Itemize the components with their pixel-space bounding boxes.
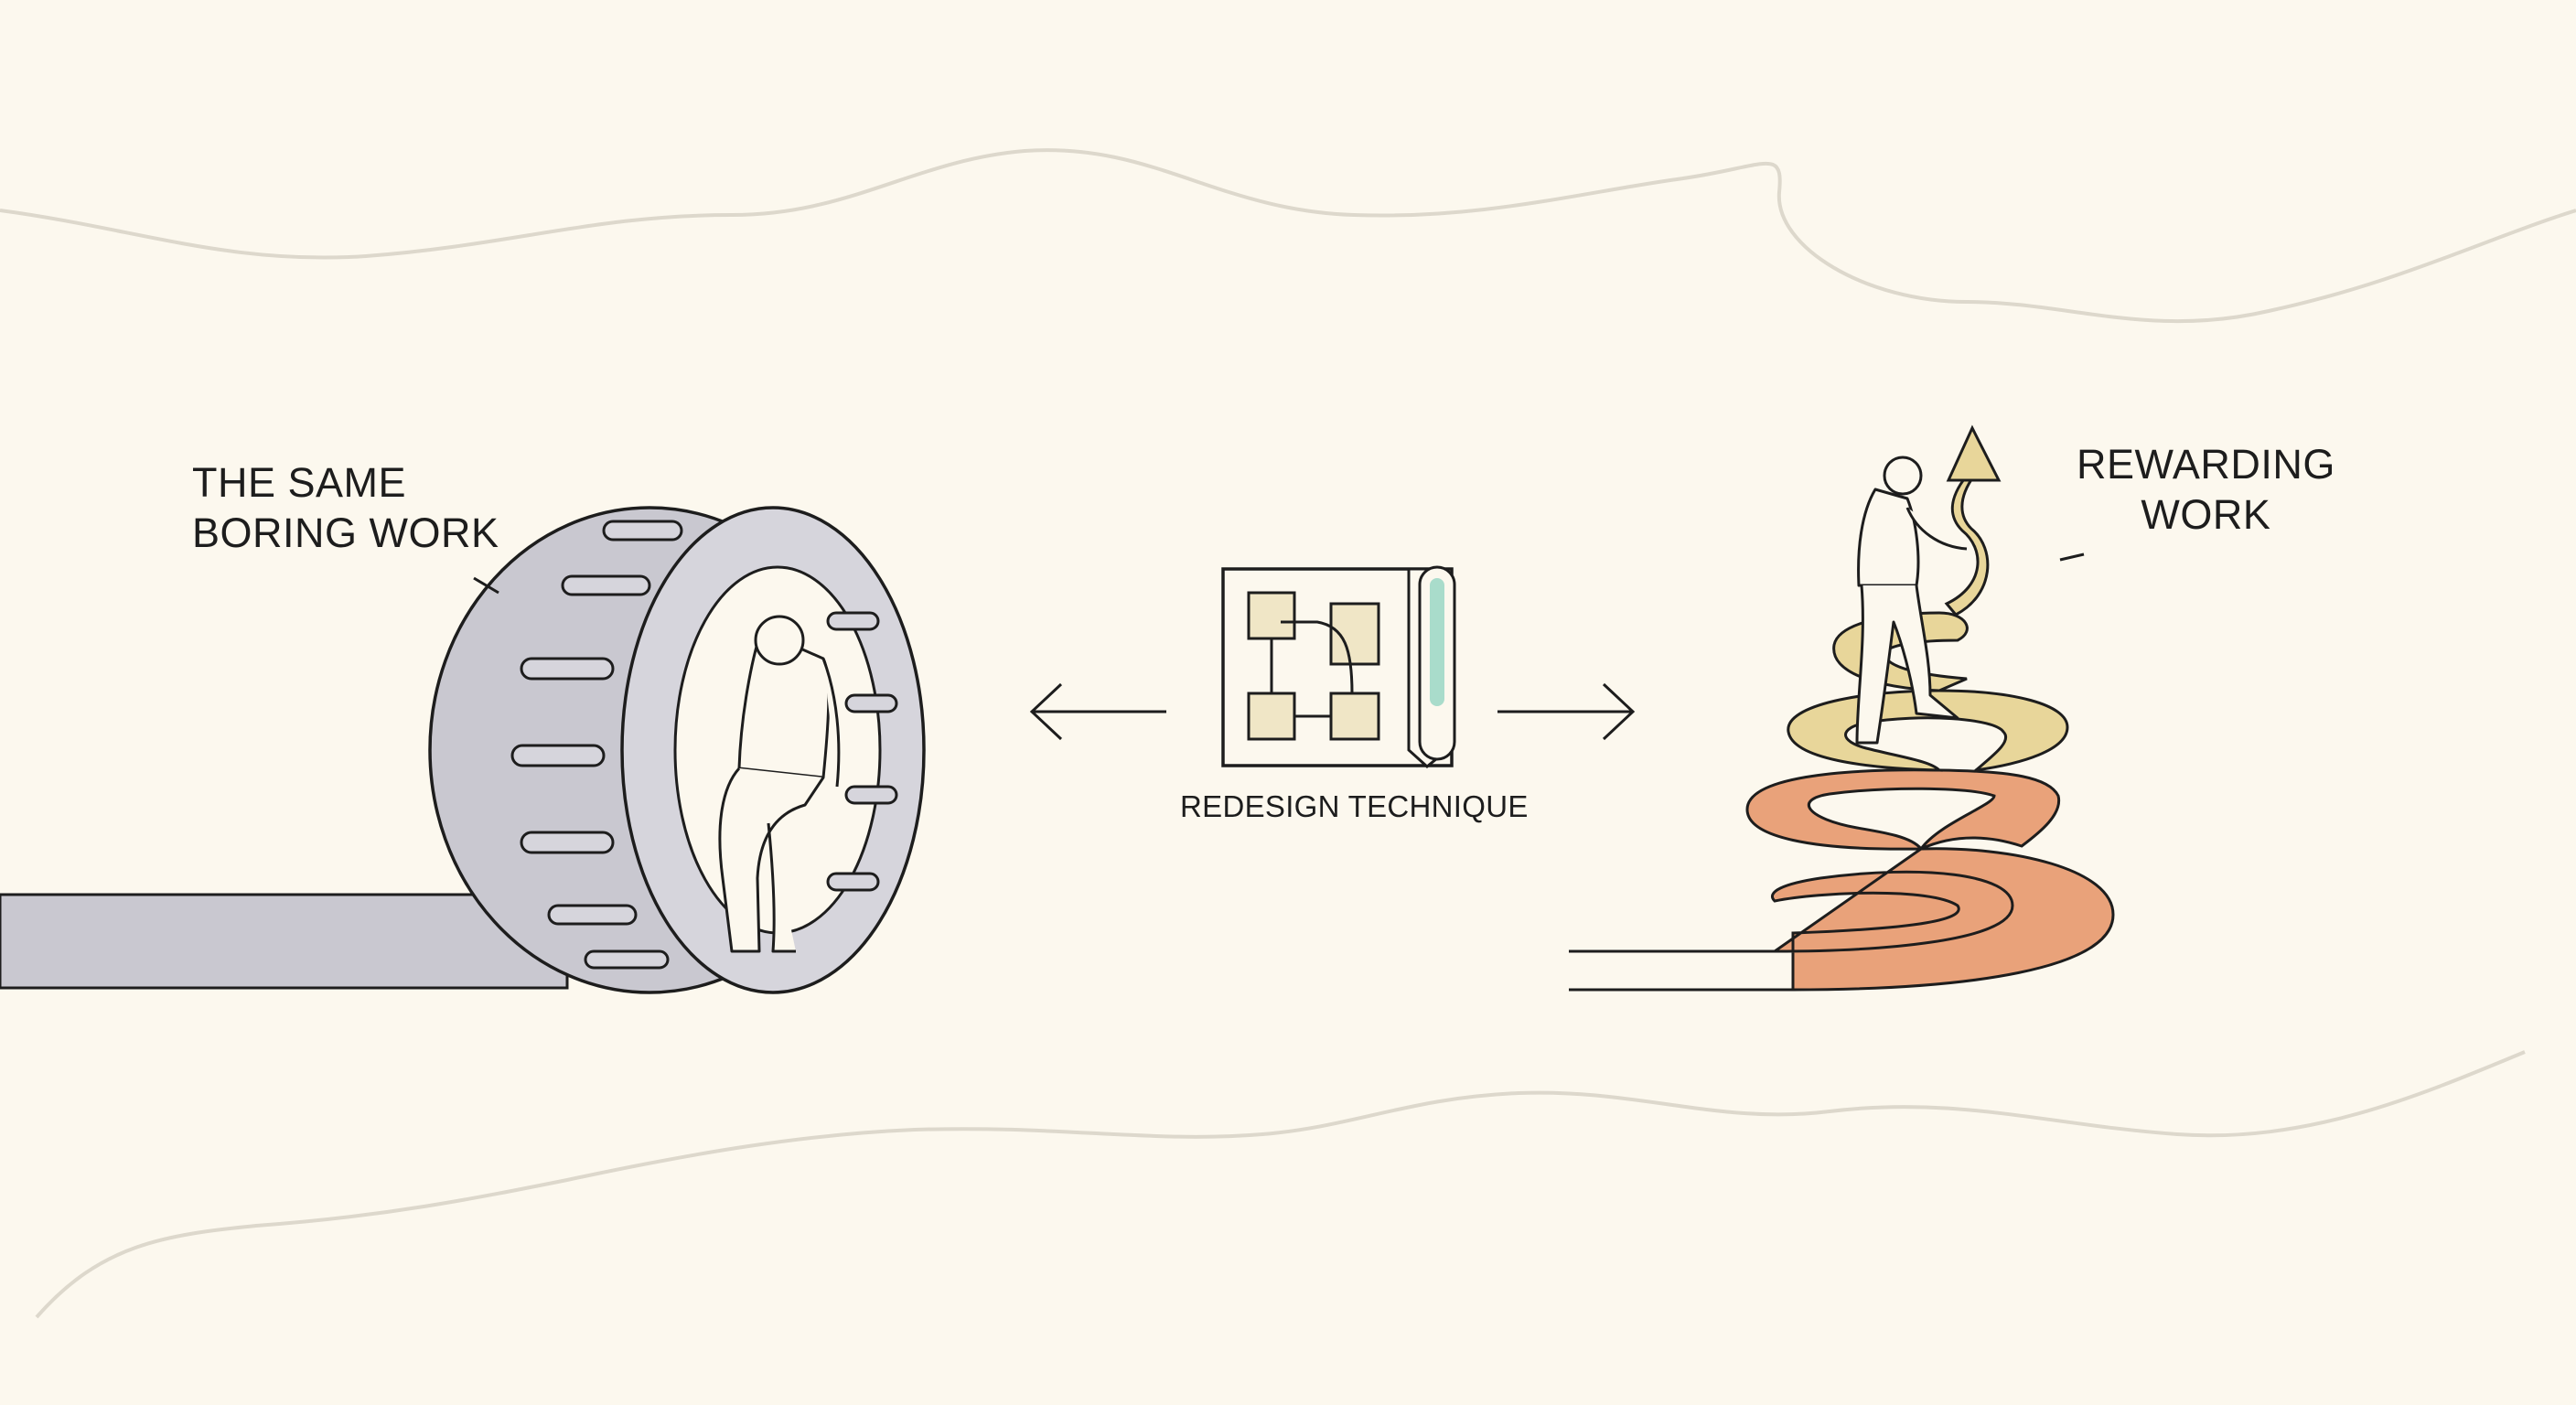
wheel-track	[0, 893, 569, 990]
blueprint-icon	[1221, 565, 1456, 768]
flowchart-connectors	[1270, 620, 1354, 718]
climbing-person	[1855, 456, 1968, 745]
rising-arrow-head	[1946, 424, 2002, 482]
label-boring-work: THE SAME BORING WORK	[192, 457, 499, 558]
hamster-wheel-illustration	[0, 506, 926, 994]
reward-pointer	[2059, 552, 2085, 562]
boring-pointer	[473, 576, 499, 595]
blueprint-accent-bar	[1430, 578, 1444, 706]
bottom-wave-line	[35, 1050, 2526, 1319]
flowchart-nodes	[1247, 591, 1380, 741]
label-boring-line1: THE SAME	[192, 459, 407, 506]
arrow-right	[1497, 682, 1636, 741]
label-rewarding-work: REWARDING WORK	[2077, 439, 2335, 540]
rewarding-spiral-illustration	[1569, 424, 2115, 992]
tired-person	[718, 615, 841, 953]
spiral-orange-loop-mid	[1745, 768, 2061, 853]
label-reward-line2: WORK	[2141, 491, 2271, 538]
label-boring-line2: BORING WORK	[192, 509, 499, 556]
wheel-slots	[510, 520, 898, 970]
label-redesign-technique: REDESIGN TECHNIQUE	[1180, 789, 1529, 823]
label-reward-line1: REWARDING	[2077, 441, 2335, 488]
arrow-left	[1029, 682, 1166, 741]
spiral-orange-loop-bottom	[1770, 847, 2115, 992]
top-wave-line	[0, 148, 2576, 324]
